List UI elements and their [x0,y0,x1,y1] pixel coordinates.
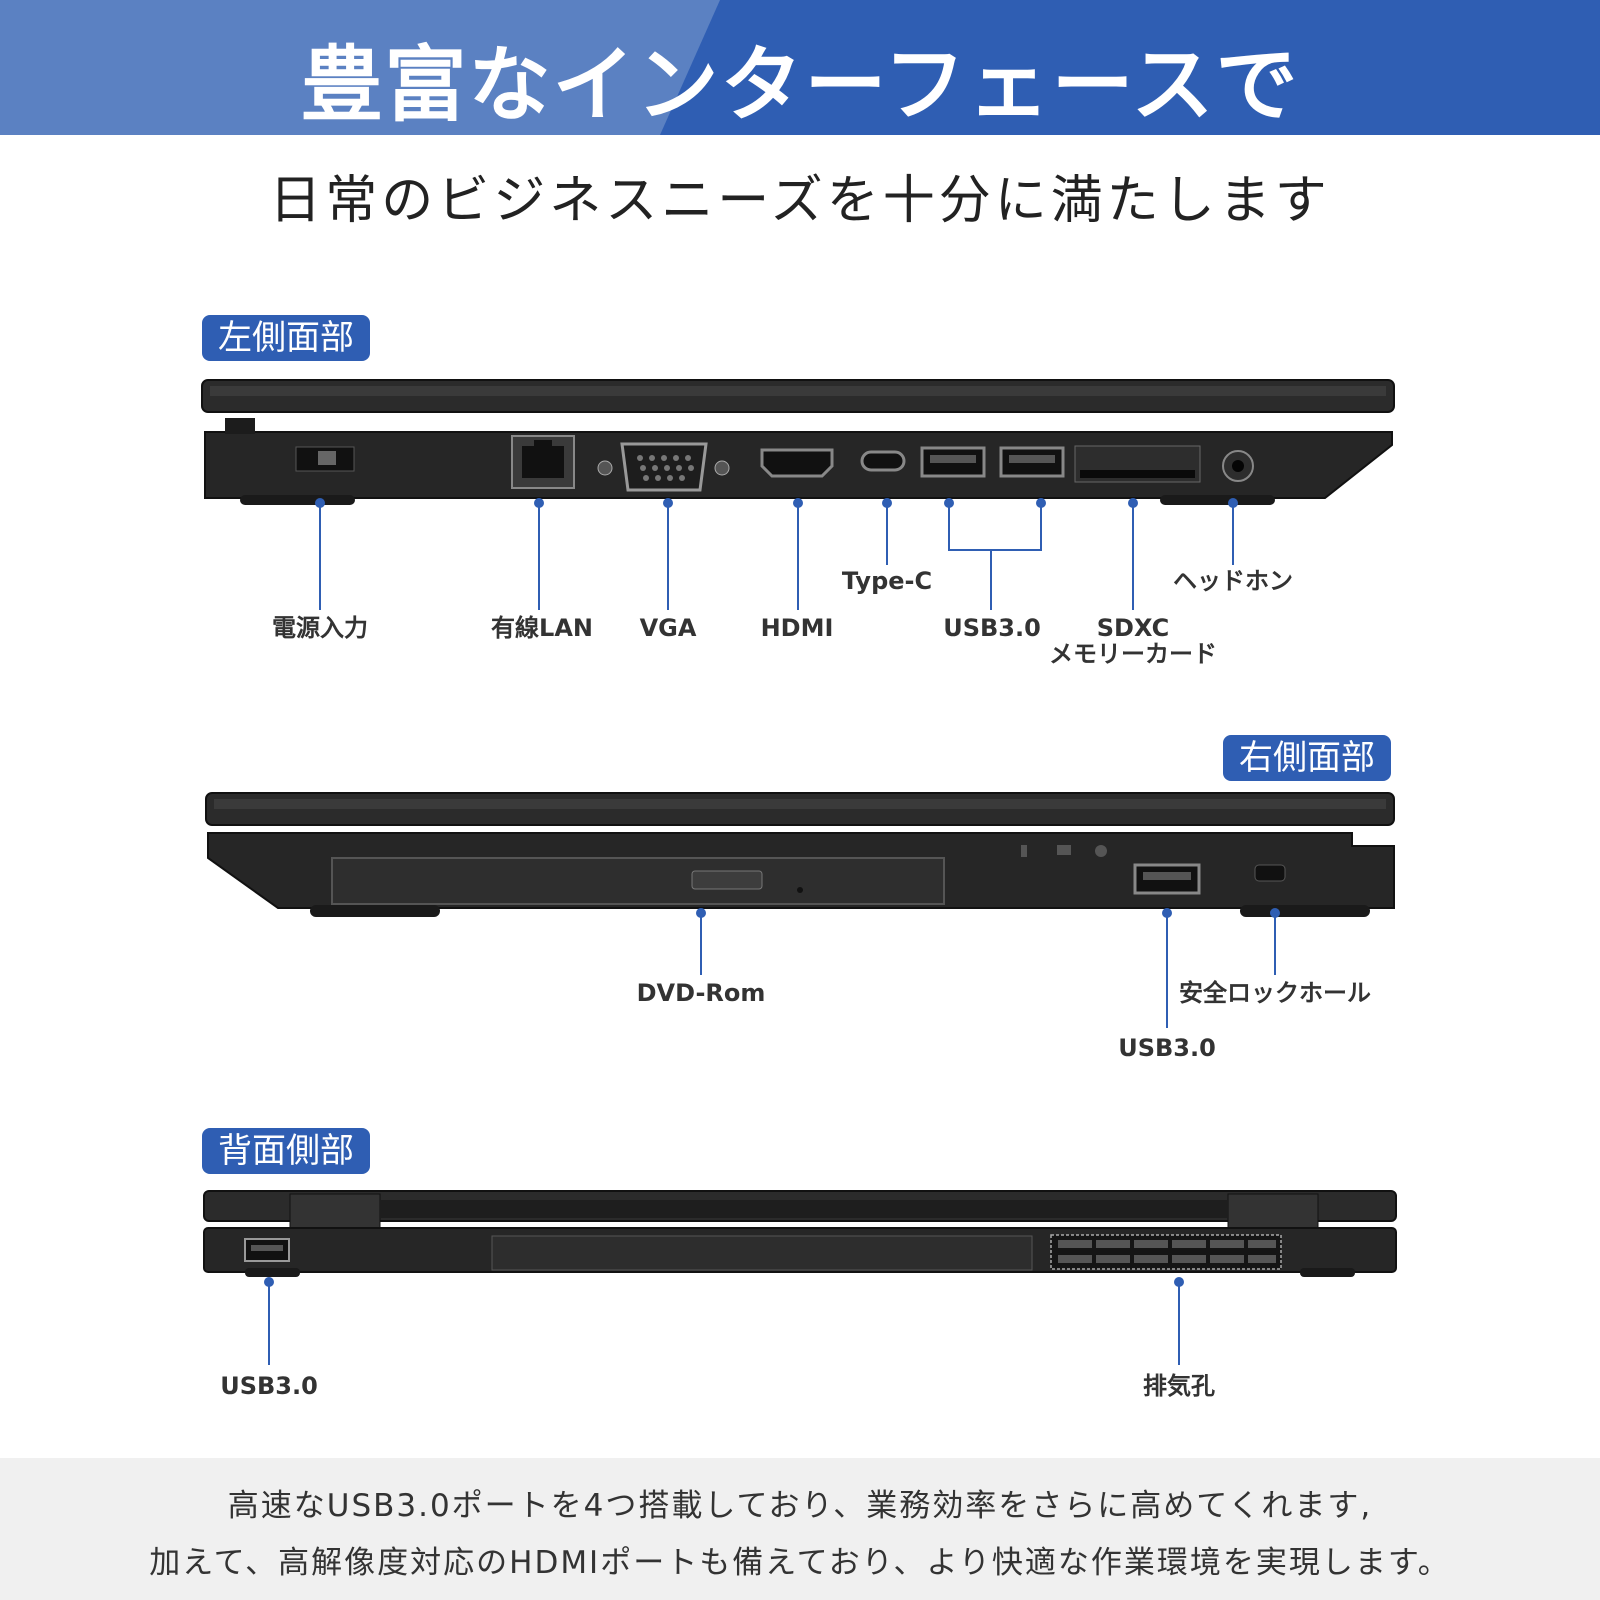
section-tag-back: 背面側部 [202,1128,370,1174]
label-usb3-back: USB3.0 [220,1372,318,1400]
laptop-left-side-image [201,379,1395,505]
label-wired-lan: 有線LAN [491,614,593,642]
label-vga: VGA [639,614,697,642]
lan-port-icon [511,435,575,489]
sdxc-slot-icon [1074,445,1201,483]
section-tag-right: 右側面部 [1223,735,1391,781]
typec-port-icon [860,450,906,472]
footer-line-1: 高速なUSB3.0ポートを4つ搭載しており、業務効率をさらに高めてくれます, [227,1488,1373,1524]
banner-left-shade [0,0,720,135]
footer-description: 高速なUSB3.0ポートを4つ搭載しており、業務効率をさらに高めてくれます, 加… [0,1458,1600,1600]
label-headphone: ヘッドホン [1173,567,1293,595]
left-callout-lines [315,498,1238,610]
header-banner [0,0,1600,135]
label-power-input: 電源入力 [272,614,368,642]
lock-slot-icon [1254,864,1286,882]
usb-port-icon [920,446,986,478]
exhaust-vent-icon [1050,1234,1282,1270]
label-usb3-right: USB3.0 [1118,1034,1216,1062]
label-security-lock-hole: 安全ロックホール [1179,979,1371,1007]
laptop-back-side-image [203,1190,1397,1277]
footer-line-2: 加えて、高解像度対応のHDMIポートも備えており、より快適な作業環境を実現します… [149,1545,1451,1581]
page-subtitle: 日常のビジネスニーズを十分に満たします [269,171,1331,231]
label-exhaust-vent: 排気孔 [1143,1372,1215,1400]
label-sdxc: SDXC [1096,614,1170,642]
right-callout-lines [696,908,1280,1028]
laptop-right-side-image [205,792,1395,917]
power-port-icon [295,446,355,472]
label-dvd-rom: DVD-Rom [636,979,766,1007]
back-callout-lines [264,1277,1184,1365]
dvd-drive-icon [331,857,945,905]
label-type-c: Type-C [841,567,933,595]
section-tag-left: 左側面部 [202,315,370,361]
usb-port-icon [1133,863,1201,895]
hdmi-port-icon [760,448,834,478]
label-memory-card: メモリーカード [1049,640,1217,668]
usb-port-icon [999,446,1065,478]
usb-port-icon [244,1238,290,1262]
label-usb3-left: USB3.0 [943,614,1041,642]
label-hdmi: HDMI [760,614,834,642]
banner-right-shade [660,0,1600,135]
page-title: 豊富なインターフェースで [300,38,1300,133]
vga-port-icon [597,442,730,492]
headphone-jack-icon [1222,450,1254,482]
